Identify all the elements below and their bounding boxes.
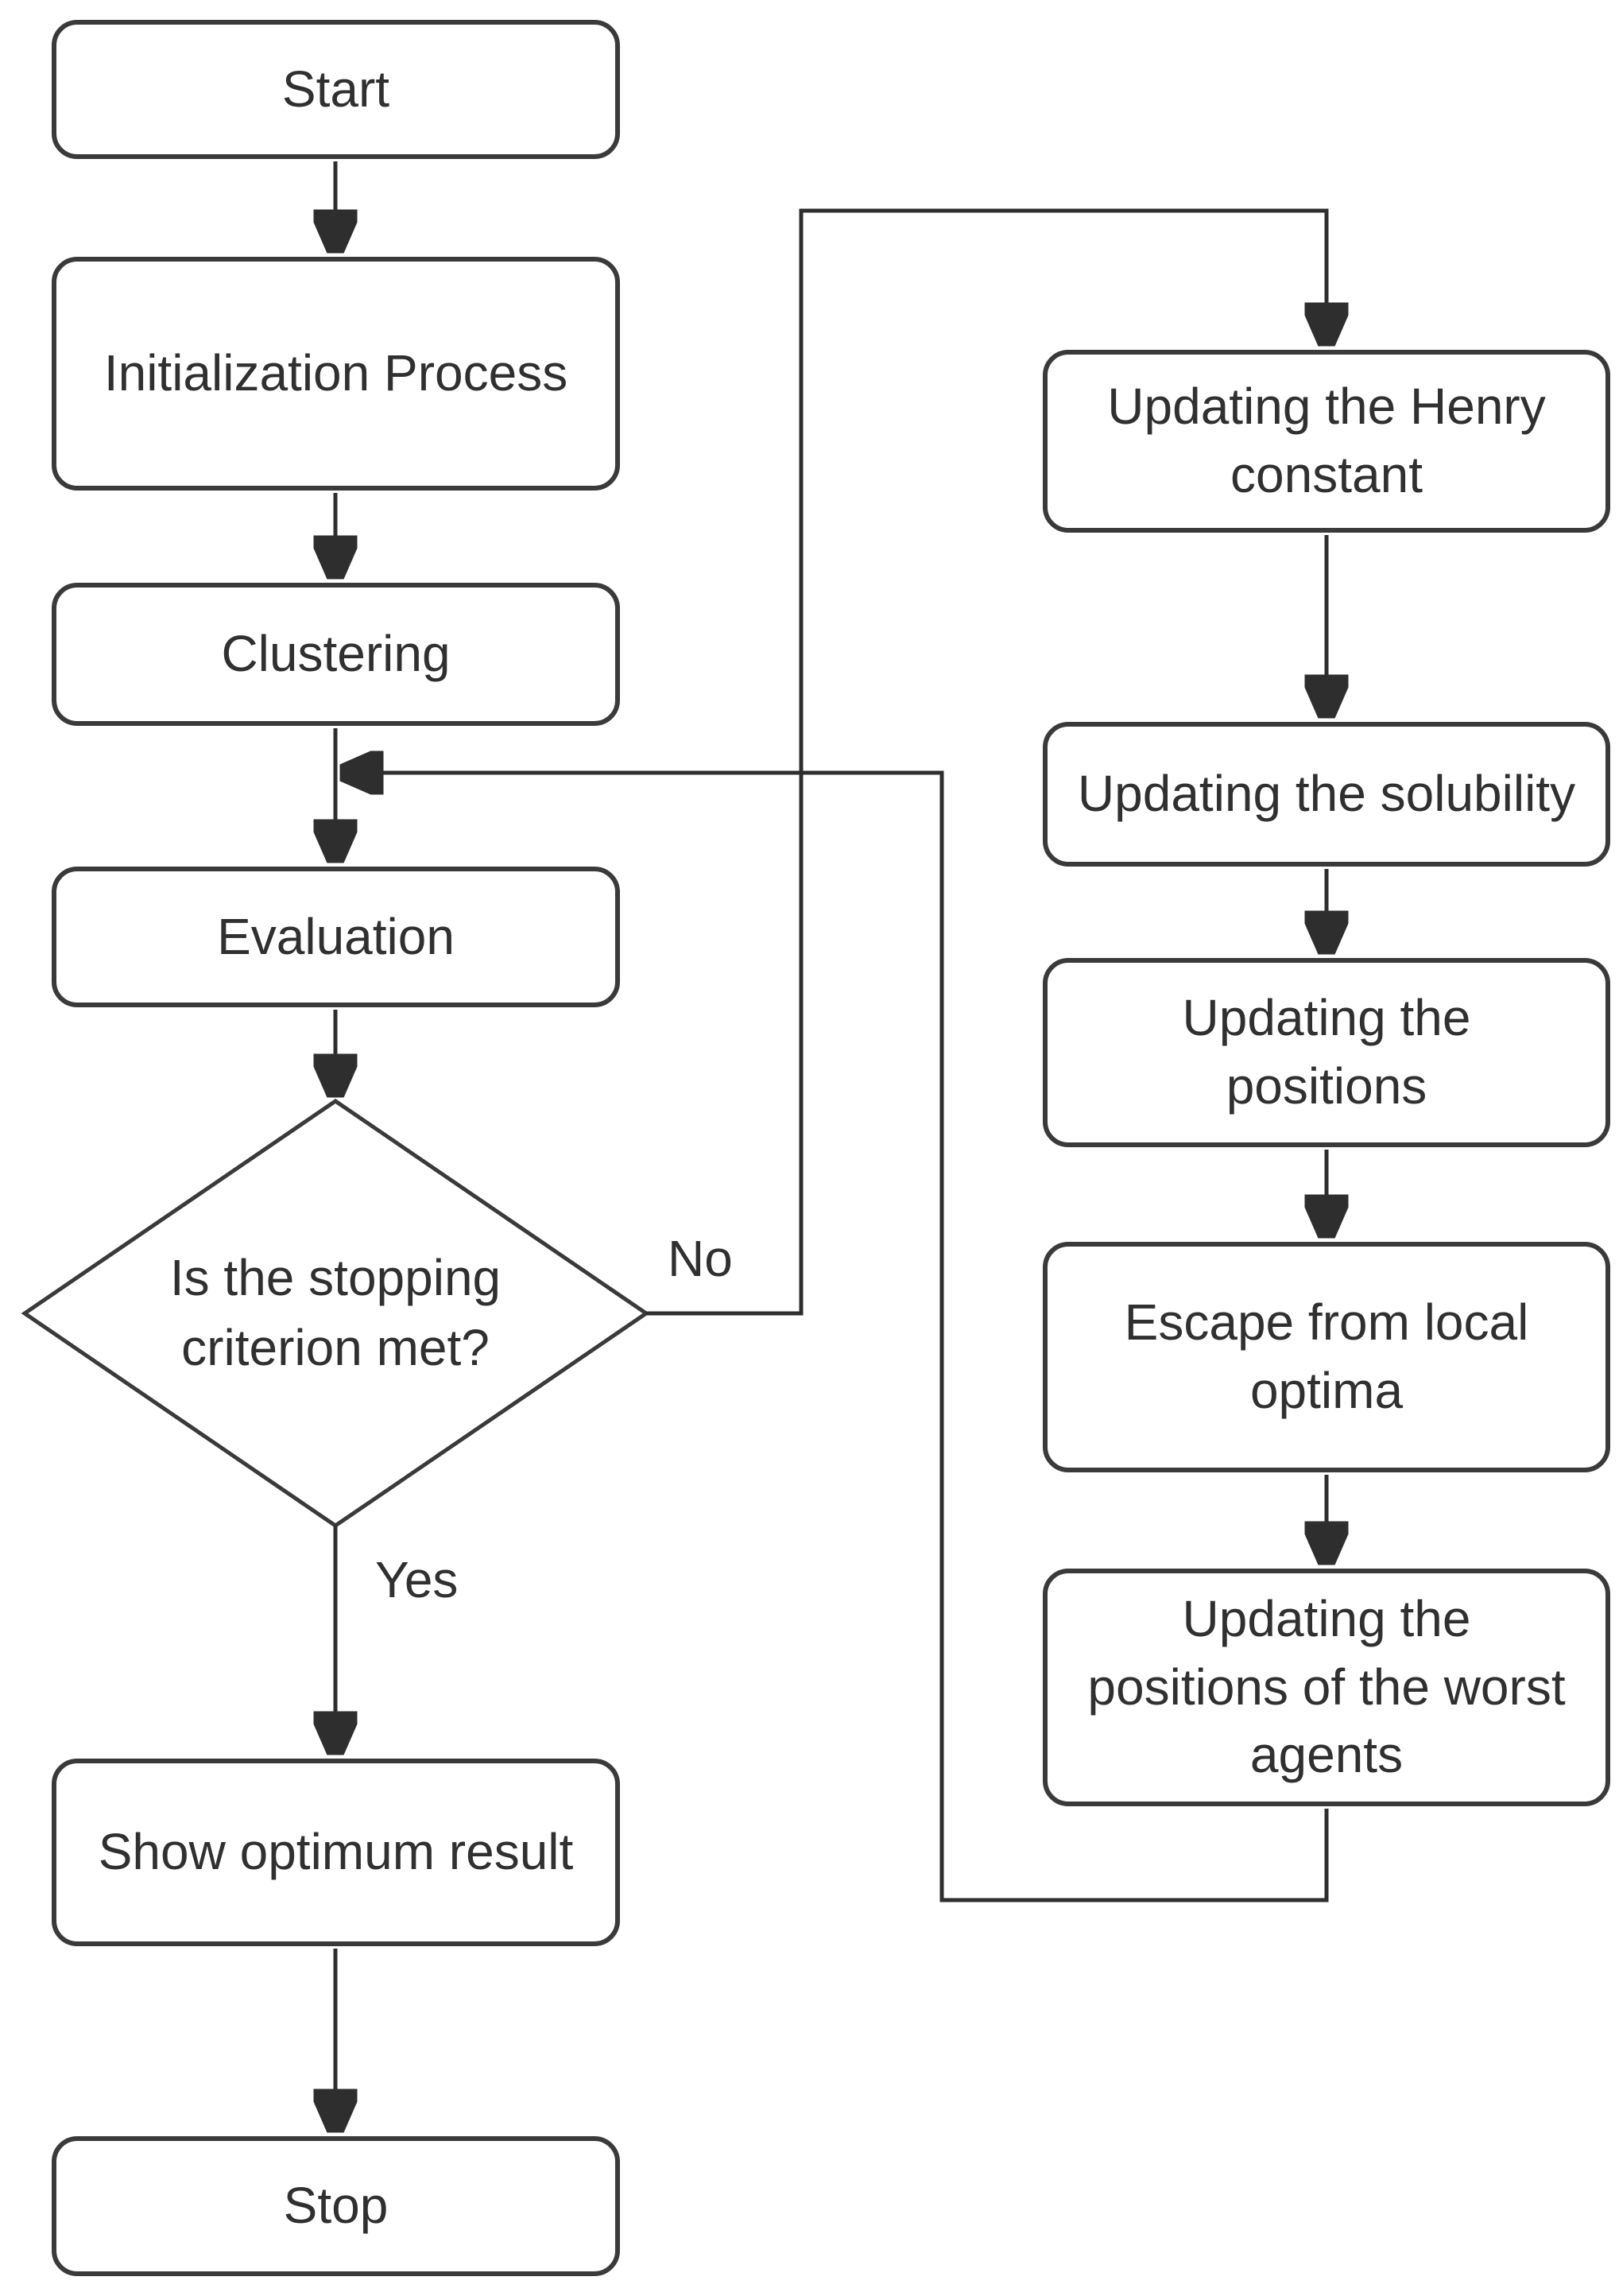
node-clustering: Clustering (52, 583, 620, 726)
node-escape-local-optima: Escape from local optima (1043, 1242, 1610, 1472)
node-stop: Stop (52, 2136, 620, 2276)
node-clustering-label: Clustering (221, 625, 451, 683)
node-initialization-process-label: Initialization Process (103, 344, 568, 402)
edge-loop-back-to-evaluation-junction (343, 773, 1329, 1902)
node-updating-solubility-label: Updating the solubility (1077, 765, 1576, 823)
node-start-label: Start (281, 60, 390, 118)
node-updating-solubility: Updating the solubility (1043, 722, 1610, 867)
node-escape-local-optima-label: Escape from local optima (1124, 1293, 1529, 1419)
node-evaluation-label: Evaluation (217, 907, 455, 965)
node-updating-worst-agents: Updating the positions of the worst agen… (1043, 1569, 1610, 1806)
edge-label-yes: Yes (375, 1551, 459, 1608)
node-show-optimum-result: Show optimum result (52, 1759, 620, 1946)
node-evaluation: Evaluation (52, 867, 620, 1007)
node-stop-label: Stop (283, 2177, 389, 2235)
edge-decision-no-to-update-henry (646, 208, 1327, 1316)
edge-label-no: No (668, 1230, 733, 1287)
node-updating-positions: Updating the positions (1043, 958, 1610, 1147)
node-initialization-process: Initialization Process (52, 257, 620, 491)
node-stopping-criterion-decision: Is the stopping criterion met? (97, 1194, 574, 1433)
node-updating-positions-label: Updating the positions (1182, 989, 1471, 1115)
node-updating-henry-constant-label: Updating the Henry constant (1107, 378, 1546, 503)
node-updating-henry-constant: Updating the Henry constant (1043, 350, 1610, 533)
node-show-optimum-result-label: Show optimum result (98, 1823, 574, 1881)
node-stopping-criterion-label: Is the stopping criterion met? (169, 1249, 502, 1376)
node-start: Start (52, 20, 620, 159)
node-updating-worst-agents-label: Updating the positions of the worst agen… (1087, 1589, 1566, 1784)
